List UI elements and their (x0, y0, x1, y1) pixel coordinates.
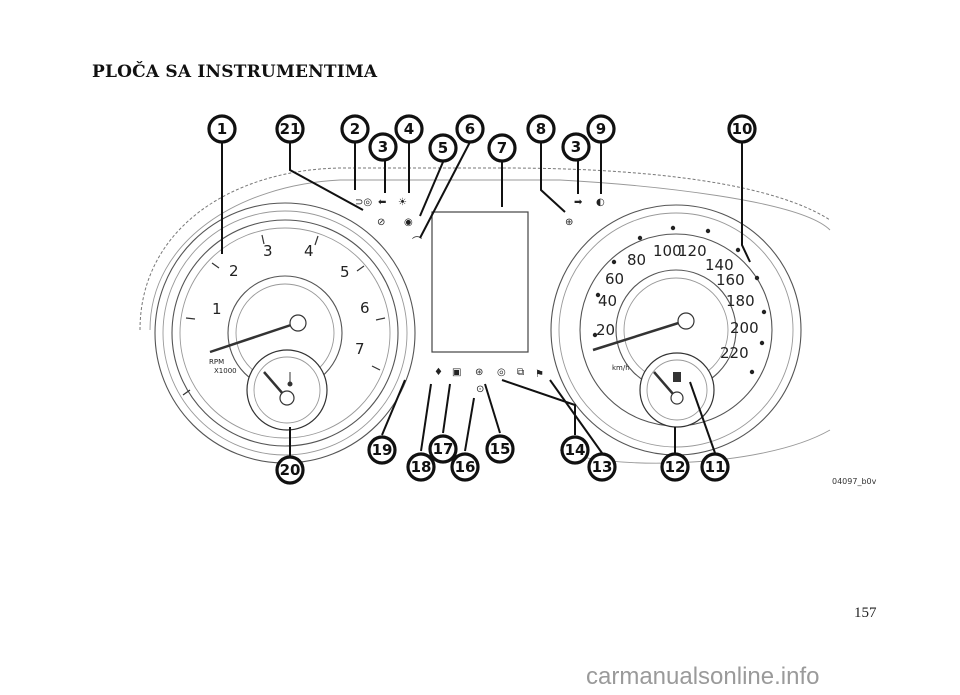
tach-label-5: 5 (340, 263, 350, 281)
battery-icon: ◎ (497, 367, 506, 378)
callout-16: 16 (450, 452, 480, 482)
svg-text:16: 16 (455, 458, 476, 476)
callout-leaders (221, 141, 751, 456)
svg-text:4: 4 (404, 120, 414, 138)
callout-5: 5 (428, 133, 458, 163)
svg-text:3: 3 (571, 138, 581, 156)
tachometer-ticks (182, 234, 386, 396)
svg-text:5: 5 (438, 139, 448, 157)
svg-text:1: 1 (217, 120, 227, 138)
tach-label-7: 7 (355, 340, 365, 358)
callout-8: 8 (526, 114, 556, 144)
speed-label-220: 220 (720, 344, 749, 362)
speed-label-180: 180 (726, 292, 755, 310)
speed-label-200: 200 (730, 319, 759, 337)
svg-text:6: 6 (465, 120, 475, 138)
svg-text:19: 19 (372, 441, 393, 459)
svg-text:18: 18 (411, 458, 432, 476)
turn-signal-left-icon: ⬅ (378, 197, 386, 208)
seatbelt-icon: ⌒ (412, 236, 422, 248)
speed-label-60: 60 (605, 270, 624, 288)
parking-lights-icon: ⊃◎ (355, 197, 372, 208)
callout-10: 10 (727, 114, 757, 144)
page-title: PLOČA SA INSTRUMENTIMA (92, 62, 378, 82)
speed-label-40: 40 (598, 292, 617, 310)
svg-text:2: 2 (350, 120, 360, 138)
high-beam-icon: ◐ (596, 197, 605, 208)
callout-15: 15 (485, 434, 515, 464)
speed-label-140: 140 (705, 256, 734, 274)
fuel-pump-icon (673, 372, 681, 382)
tach-label-4: 4 (304, 242, 314, 260)
svg-text:21: 21 (280, 120, 301, 138)
speed-label-80: 80 (627, 251, 646, 269)
svg-text:11: 11 (705, 458, 726, 476)
airbag-icon: ◉ (404, 217, 413, 228)
callout-13: 13 (587, 452, 617, 482)
tpms-icon: ⧉ (517, 367, 524, 378)
callout-14: 14 (560, 435, 590, 465)
abs-icon: ⊙ (476, 384, 484, 395)
speedometer-ticks (592, 225, 767, 375)
watermark: carmanualsonline.info (586, 663, 820, 690)
stability-icon: ⚑ (535, 369, 544, 380)
speed-label-120: 120 (678, 242, 707, 260)
cruise-icon: ♦ (434, 367, 443, 378)
svg-text:7: 7 (497, 139, 507, 157)
callout-9: 9 (586, 114, 616, 144)
callout-3-right: 3 (561, 132, 591, 162)
callout-12: 12 (660, 452, 690, 482)
rpm-label: RPM (209, 358, 224, 366)
callout-20: 20 (275, 455, 305, 485)
tach-label-3: 3 (263, 242, 273, 260)
svg-text:20: 20 (280, 461, 301, 479)
speed-label-160: 160 (716, 271, 745, 289)
brake-warning-icon: ⊘ (377, 217, 385, 228)
page-number: 157 (854, 605, 877, 621)
speed-unit-label: km/h (612, 364, 630, 372)
svg-text:13: 13 (592, 458, 613, 476)
svg-text:15: 15 (490, 440, 511, 458)
callout-19: 19 (367, 435, 397, 465)
svg-text:8: 8 (536, 120, 546, 138)
callout-7: 7 (487, 133, 517, 163)
callout-2: 2 (340, 114, 370, 144)
callout-18: 18 (406, 452, 436, 482)
oil-pressure-icon: ▣ (452, 367, 461, 378)
turn-signal-right-icon: ➡ (574, 197, 583, 208)
fuel-gauge (639, 352, 715, 428)
callout-3-left: 3 (368, 132, 398, 162)
callout-4: 4 (394, 114, 424, 144)
rpm-multiplier-label: X1000 (214, 367, 237, 375)
security-icon: ⊕ (565, 217, 573, 228)
callout-11: 11 (700, 452, 730, 482)
temperature-gauge (246, 349, 328, 431)
speed-label-20: 20 (596, 321, 615, 339)
figure-code: 04097_b0v (832, 477, 877, 486)
temperature-icon (287, 372, 293, 387)
callouts: 1 21 2 3 4 5 6 7 8 3 9 10 20 19 18 17 16… (207, 114, 757, 485)
callout-17: 17 (428, 434, 458, 464)
tach-label-6: 6 (360, 299, 370, 317)
callout-1: 1 (207, 114, 237, 144)
speed-label-100: 100 (653, 242, 682, 260)
callout-6: 6 (455, 114, 485, 144)
svg-text:9: 9 (596, 120, 606, 138)
tach-label-2: 2 (229, 262, 239, 280)
check-engine-icon: ⊛ (475, 367, 483, 378)
svg-text:12: 12 (665, 458, 686, 476)
svg-text:3: 3 (378, 138, 388, 156)
tach-label-1: 1 (212, 300, 222, 318)
center-display (431, 211, 529, 353)
svg-text:10: 10 (732, 120, 753, 138)
svg-text:14: 14 (565, 441, 586, 459)
callout-21: 21 (275, 114, 305, 144)
indicator-icons: ⊃◎ ⬅ ☀ ⊘ ◉ ⌒ ⊕ ➡ ◐ ♦ ▣ ⊛ ◎ ⧉ ⚑ ⊙ (355, 197, 605, 395)
headlight-icon: ☀ (398, 197, 407, 208)
svg-text:17: 17 (433, 440, 454, 458)
